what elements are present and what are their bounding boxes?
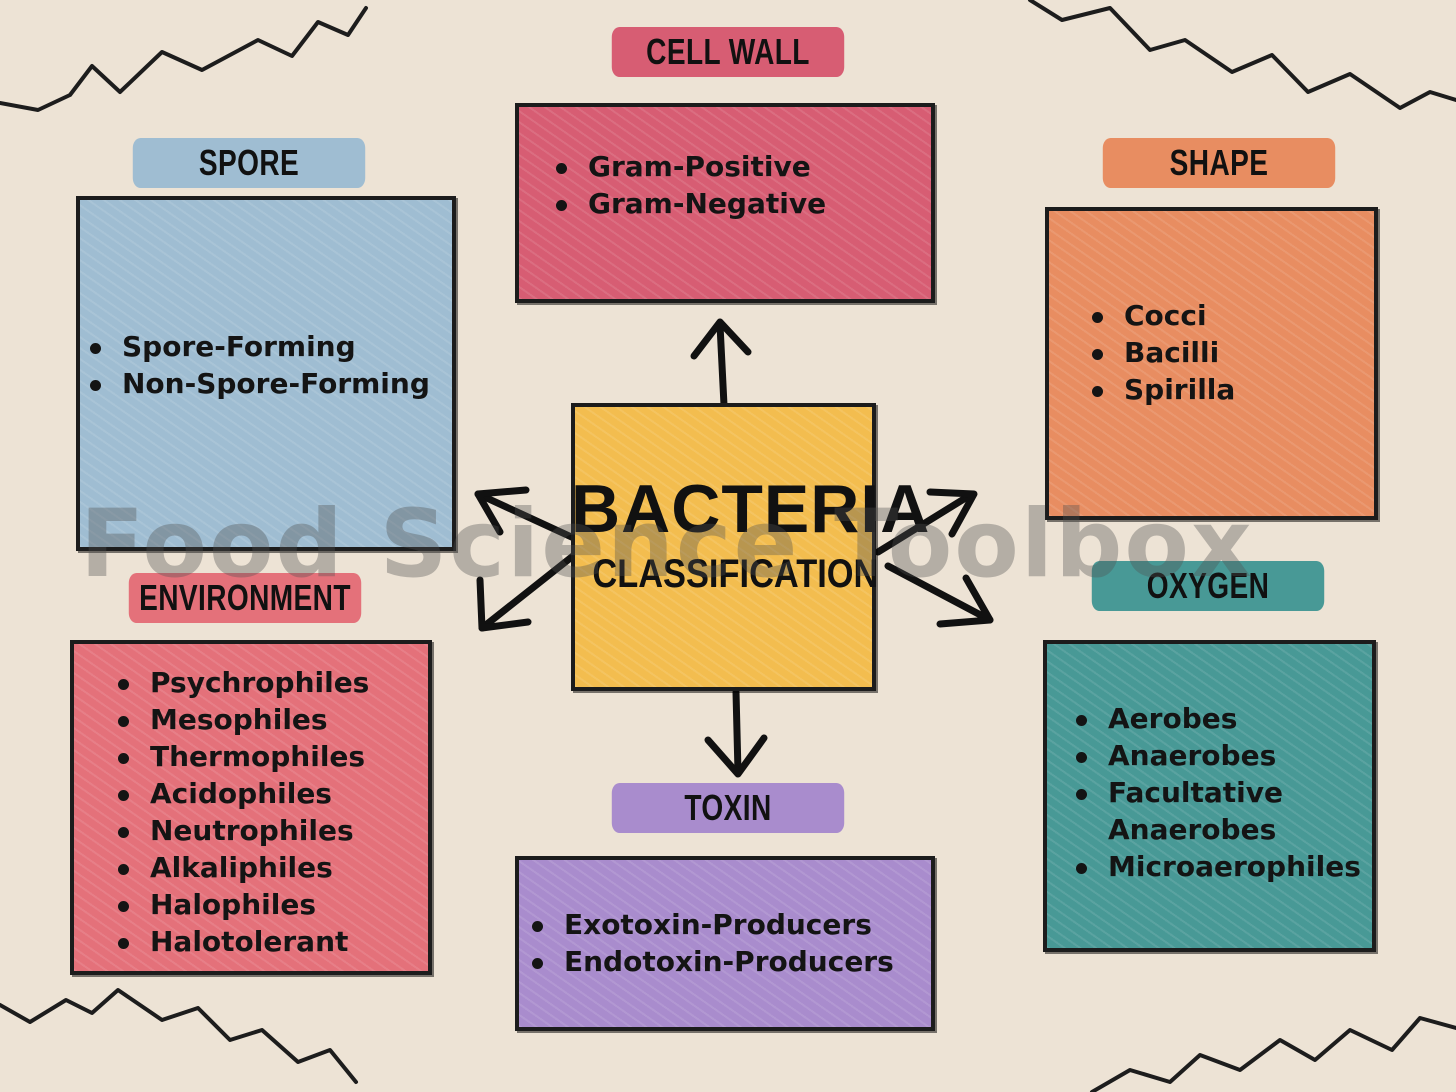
spore-box: [76, 196, 456, 551]
arrow-lower-right-icon: [884, 562, 994, 628]
item-text: Cocci: [1124, 299, 1207, 332]
list-item: Halotolerant: [114, 923, 369, 960]
toxin-box: [515, 856, 935, 1031]
environment-label: ENVIRONMENT: [128, 573, 362, 623]
oxygen-box: [1043, 640, 1376, 952]
item-text: Aerobes: [1108, 702, 1238, 735]
oxygen-label: OXYGEN: [1091, 561, 1325, 611]
list-item: Aerobes: [1072, 700, 1361, 737]
arrow-up-icon: [690, 318, 752, 409]
list-item: Alkaliphiles: [114, 849, 369, 886]
bullet-icon: [118, 901, 129, 912]
toxin-label: TOXIN: [611, 783, 845, 833]
bullet-icon: [90, 380, 101, 391]
watermark: Food Science Toolbox: [80, 490, 1254, 599]
bullet-icon: [118, 864, 129, 875]
bullet-icon: [118, 790, 129, 801]
list-item: Halophiles: [114, 886, 369, 923]
bullet-icon: [1076, 752, 1087, 763]
item-text: Thermophiles: [150, 740, 366, 773]
bullet-icon: [1076, 715, 1087, 726]
spore-label: SPORE: [132, 138, 366, 188]
item-text: Gram-Positive: [588, 150, 811, 183]
item-text: Halophiles: [150, 888, 316, 921]
list-item: Psychrophiles: [114, 664, 369, 701]
environment-list: Psychrophiles Mesophiles Thermophiles Ac…: [114, 664, 369, 960]
bullet-icon: [1076, 789, 1087, 800]
oxygen-list: Aerobes Anaerobes Facultative Anaerobes …: [1072, 700, 1361, 885]
item-text: Facultative: [1108, 776, 1284, 809]
list-item: Spore-Forming: [86, 328, 430, 365]
list-item: Neutrophiles: [114, 812, 369, 849]
list-item: Gram-Positive: [552, 148, 826, 185]
list-item: Cocci: [1088, 297, 1235, 334]
item-text: Spore-Forming: [122, 330, 356, 363]
shape-list: Cocci Bacilli Spirilla: [1088, 297, 1235, 408]
arrow-upper-left-icon: [474, 486, 582, 544]
item-text: Endotoxin-Producers: [564, 945, 894, 978]
item-text: Neutrophiles: [150, 814, 354, 847]
toxin-list: Exotoxin-Producers Endotoxin-Producers: [528, 906, 894, 980]
cell-wall-label: CELL WALL: [611, 27, 845, 77]
bullet-icon: [556, 200, 567, 211]
bullet-icon: [1076, 863, 1087, 874]
bullet-icon: [1092, 312, 1103, 323]
item-text: Psychrophiles: [150, 666, 370, 699]
item-text: Spirilla: [1124, 373, 1236, 406]
shape-box: [1045, 207, 1378, 520]
arrow-upper-right-icon: [874, 488, 978, 556]
bullet-icon: [118, 827, 129, 838]
spore-list: Spore-Forming Non-Spore-Forming: [86, 328, 430, 402]
shape-label: SHAPE: [1102, 138, 1336, 188]
list-item: Exotoxin-Producers: [528, 906, 894, 943]
item-text: Anaerobes: [1108, 739, 1277, 772]
item-text: Non-Spore-Forming: [122, 367, 430, 400]
bullet-icon: [118, 679, 129, 690]
item-text: Bacilli: [1124, 336, 1220, 369]
list-item: Microaerophiles: [1072, 848, 1361, 885]
list-item: Spirilla: [1088, 371, 1235, 408]
bullet-icon: [118, 716, 129, 727]
center-subtitle: CLASSIFICATION: [592, 552, 879, 596]
item-text: Gram-Negative: [588, 187, 827, 220]
item-text: Exotoxin-Producers: [564, 908, 872, 941]
list-item: Thermophiles: [114, 738, 369, 775]
item-text: Anaerobes: [1108, 813, 1277, 846]
item-text: Halotolerant: [150, 925, 349, 958]
item-text: Microaerophiles: [1108, 850, 1361, 883]
bullet-icon: [532, 958, 543, 969]
bullet-icon: [118, 753, 129, 764]
bullet-icon: [90, 343, 101, 354]
list-item: Mesophiles: [114, 701, 369, 738]
list-item-continuation: Anaerobes: [1072, 811, 1361, 848]
arrow-down-icon: [704, 688, 768, 778]
list-item: Gram-Negative: [552, 185, 826, 222]
cell-wall-list: Gram-Positive Gram-Negative: [552, 148, 826, 222]
item-text: Alkaliphiles: [150, 851, 333, 884]
center-title: BACTERIA: [571, 471, 931, 547]
list-item: Endotoxin-Producers: [528, 943, 894, 980]
list-item: Anaerobes: [1072, 737, 1361, 774]
cell-wall-box: [515, 103, 935, 303]
bullet-icon: [556, 163, 567, 174]
list-item: Non-Spore-Forming: [86, 365, 430, 402]
item-text: Acidophiles: [150, 777, 332, 810]
bullet-icon: [1092, 386, 1103, 397]
bullet-icon: [532, 921, 543, 932]
list-item: Facultative: [1072, 774, 1361, 811]
list-item: Bacilli: [1088, 334, 1235, 371]
bullet-icon: [118, 938, 129, 949]
arrow-lower-left-icon: [476, 548, 582, 632]
center-box: [571, 403, 876, 691]
bullet-icon: [1092, 349, 1103, 360]
environment-box: [70, 640, 432, 975]
item-text: Mesophiles: [150, 703, 328, 736]
list-item: Acidophiles: [114, 775, 369, 812]
